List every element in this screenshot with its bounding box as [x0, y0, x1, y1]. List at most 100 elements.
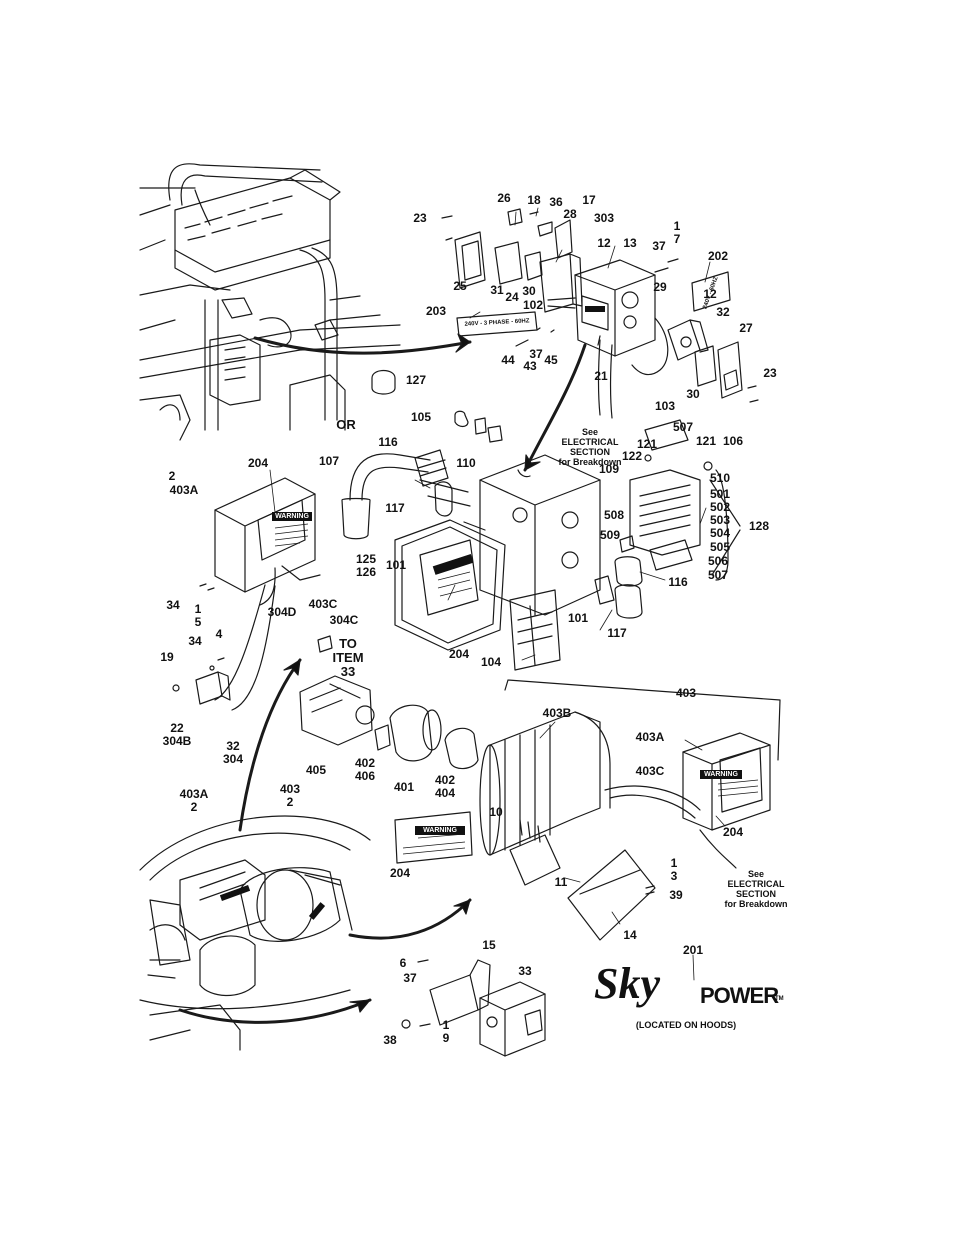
label-202: 202 [707, 249, 729, 263]
label-12: 12 [597, 236, 611, 250]
to-item-line: 33 [340, 664, 356, 679]
motor-installation-illustration [139, 815, 371, 1051]
label-403A-bottom: 403A [179, 787, 209, 801]
pointer-arrow [348, 898, 472, 940]
label-509: 509 [599, 528, 621, 542]
see-electrical-note-lower: See ELECTRICAL SECTION for Breakdown [724, 869, 787, 909]
label-204-cover: 204 [448, 647, 470, 661]
label-110: 110 [456, 456, 476, 470]
label-506: 506 [707, 554, 729, 568]
label-203: 203 [425, 304, 447, 318]
label-125: 125 [355, 552, 377, 566]
label-403: 403 [675, 686, 697, 700]
warning-text: WARNING [704, 771, 738, 778]
switch-box-assembly [441, 208, 759, 419]
label-15: 15 [482, 938, 496, 952]
located-on-hoods-note: (LOCATED ON HOODS) [635, 1020, 737, 1030]
label-23-b: 23 [763, 366, 777, 380]
label-403-bottom: 403 [279, 782, 301, 796]
label-13: 13 [623, 236, 637, 250]
to-item-line: ITEM [332, 650, 364, 665]
label-29: 29 [653, 280, 667, 294]
label-27: 27 [739, 321, 753, 335]
label-44: 44 [501, 353, 515, 367]
label-116-b: 116 [668, 575, 688, 589]
label-102: 102 [522, 298, 544, 312]
label-1-d: 1 [442, 1018, 450, 1032]
label-406: 406 [354, 769, 376, 783]
label-105: 105 [410, 410, 432, 424]
pointer-arrow [238, 658, 302, 832]
label-507-b: 507 [707, 568, 729, 582]
warning-text: WARNING [275, 513, 309, 520]
warning-text: WARNING [423, 827, 457, 834]
label-117: 117 [385, 501, 405, 515]
warning-decals [219, 306, 759, 920]
label-109: 109 [598, 462, 620, 476]
label-405: 405 [305, 763, 327, 777]
label-32-b: 32 [226, 739, 240, 753]
label-14: 14 [623, 928, 637, 942]
label-127: 127 [405, 373, 427, 387]
label-403C-top: 403C [308, 597, 338, 611]
label-204-decal: 204 [389, 866, 411, 880]
logo-power: POWER [700, 983, 779, 1008]
note-line: SECTION [569, 447, 611, 457]
label-10: 10 [489, 805, 503, 819]
label-403B: 403B [542, 706, 572, 720]
label-103: 103 [654, 399, 676, 413]
label-1-b: 1 [194, 602, 202, 616]
label-403C: 403C [635, 764, 665, 778]
label-or: OR [336, 417, 356, 432]
label-204-box: 204 [247, 456, 269, 470]
label-501: 501 [709, 487, 731, 501]
label-402: 402 [354, 756, 376, 770]
label-304B: 304B [162, 734, 192, 748]
label-39: 39 [669, 888, 683, 902]
note-line: for Breakdown [558, 457, 622, 467]
label-3: 3 [670, 869, 678, 883]
label-12-right: 12 [703, 287, 717, 301]
label-26: 26 [497, 191, 511, 205]
label-25: 25 [453, 279, 467, 293]
to-item-line: TO [339, 636, 357, 651]
label-37-b: 37 [529, 347, 543, 361]
main-enclosure-assembly [341, 335, 741, 671]
logo-tm: TM [775, 996, 784, 1002]
label-504: 504 [709, 526, 731, 540]
label-4: 4 [215, 627, 223, 641]
note-line: for Breakdown [724, 899, 788, 909]
logo-sky: Sky [594, 959, 660, 1008]
label-503: 503 [709, 513, 731, 527]
pump-motor-chain [299, 675, 781, 941]
see-electrical-note: See ELECTRICAL SECTION for Breakdown [558, 427, 621, 467]
label-19: 19 [160, 650, 174, 664]
label-507: 507 [672, 420, 694, 434]
label-2: 2 [168, 469, 176, 483]
label-37: 37 [652, 239, 666, 253]
pointer-arrow [523, 343, 587, 472]
label-121-b: 121 [695, 434, 717, 448]
label-101: 101 [385, 558, 407, 572]
label-403A: 403A [169, 483, 199, 497]
label-126: 126 [355, 565, 377, 579]
label-36: 36 [549, 195, 563, 209]
label-204-box-right: 204 [722, 825, 744, 839]
label-121: 121 [636, 437, 658, 451]
label-31: 31 [490, 283, 504, 297]
note-line: ELECTRICAL [727, 879, 785, 889]
label-30-b: 30 [686, 387, 700, 401]
label-18: 18 [527, 193, 541, 207]
label-402-b: 402 [434, 773, 456, 787]
label-101-b: 101 [567, 611, 589, 625]
label-11: 11 [554, 875, 568, 889]
label-34: 34 [166, 598, 180, 612]
label-401: 401 [393, 780, 415, 794]
label-30: 30 [522, 284, 536, 298]
label-304D: 304D [267, 605, 297, 619]
label-117-b: 117 [607, 626, 627, 640]
label-9: 9 [442, 1031, 450, 1045]
label-7: 7 [673, 232, 681, 246]
label-5: 5 [194, 615, 202, 629]
